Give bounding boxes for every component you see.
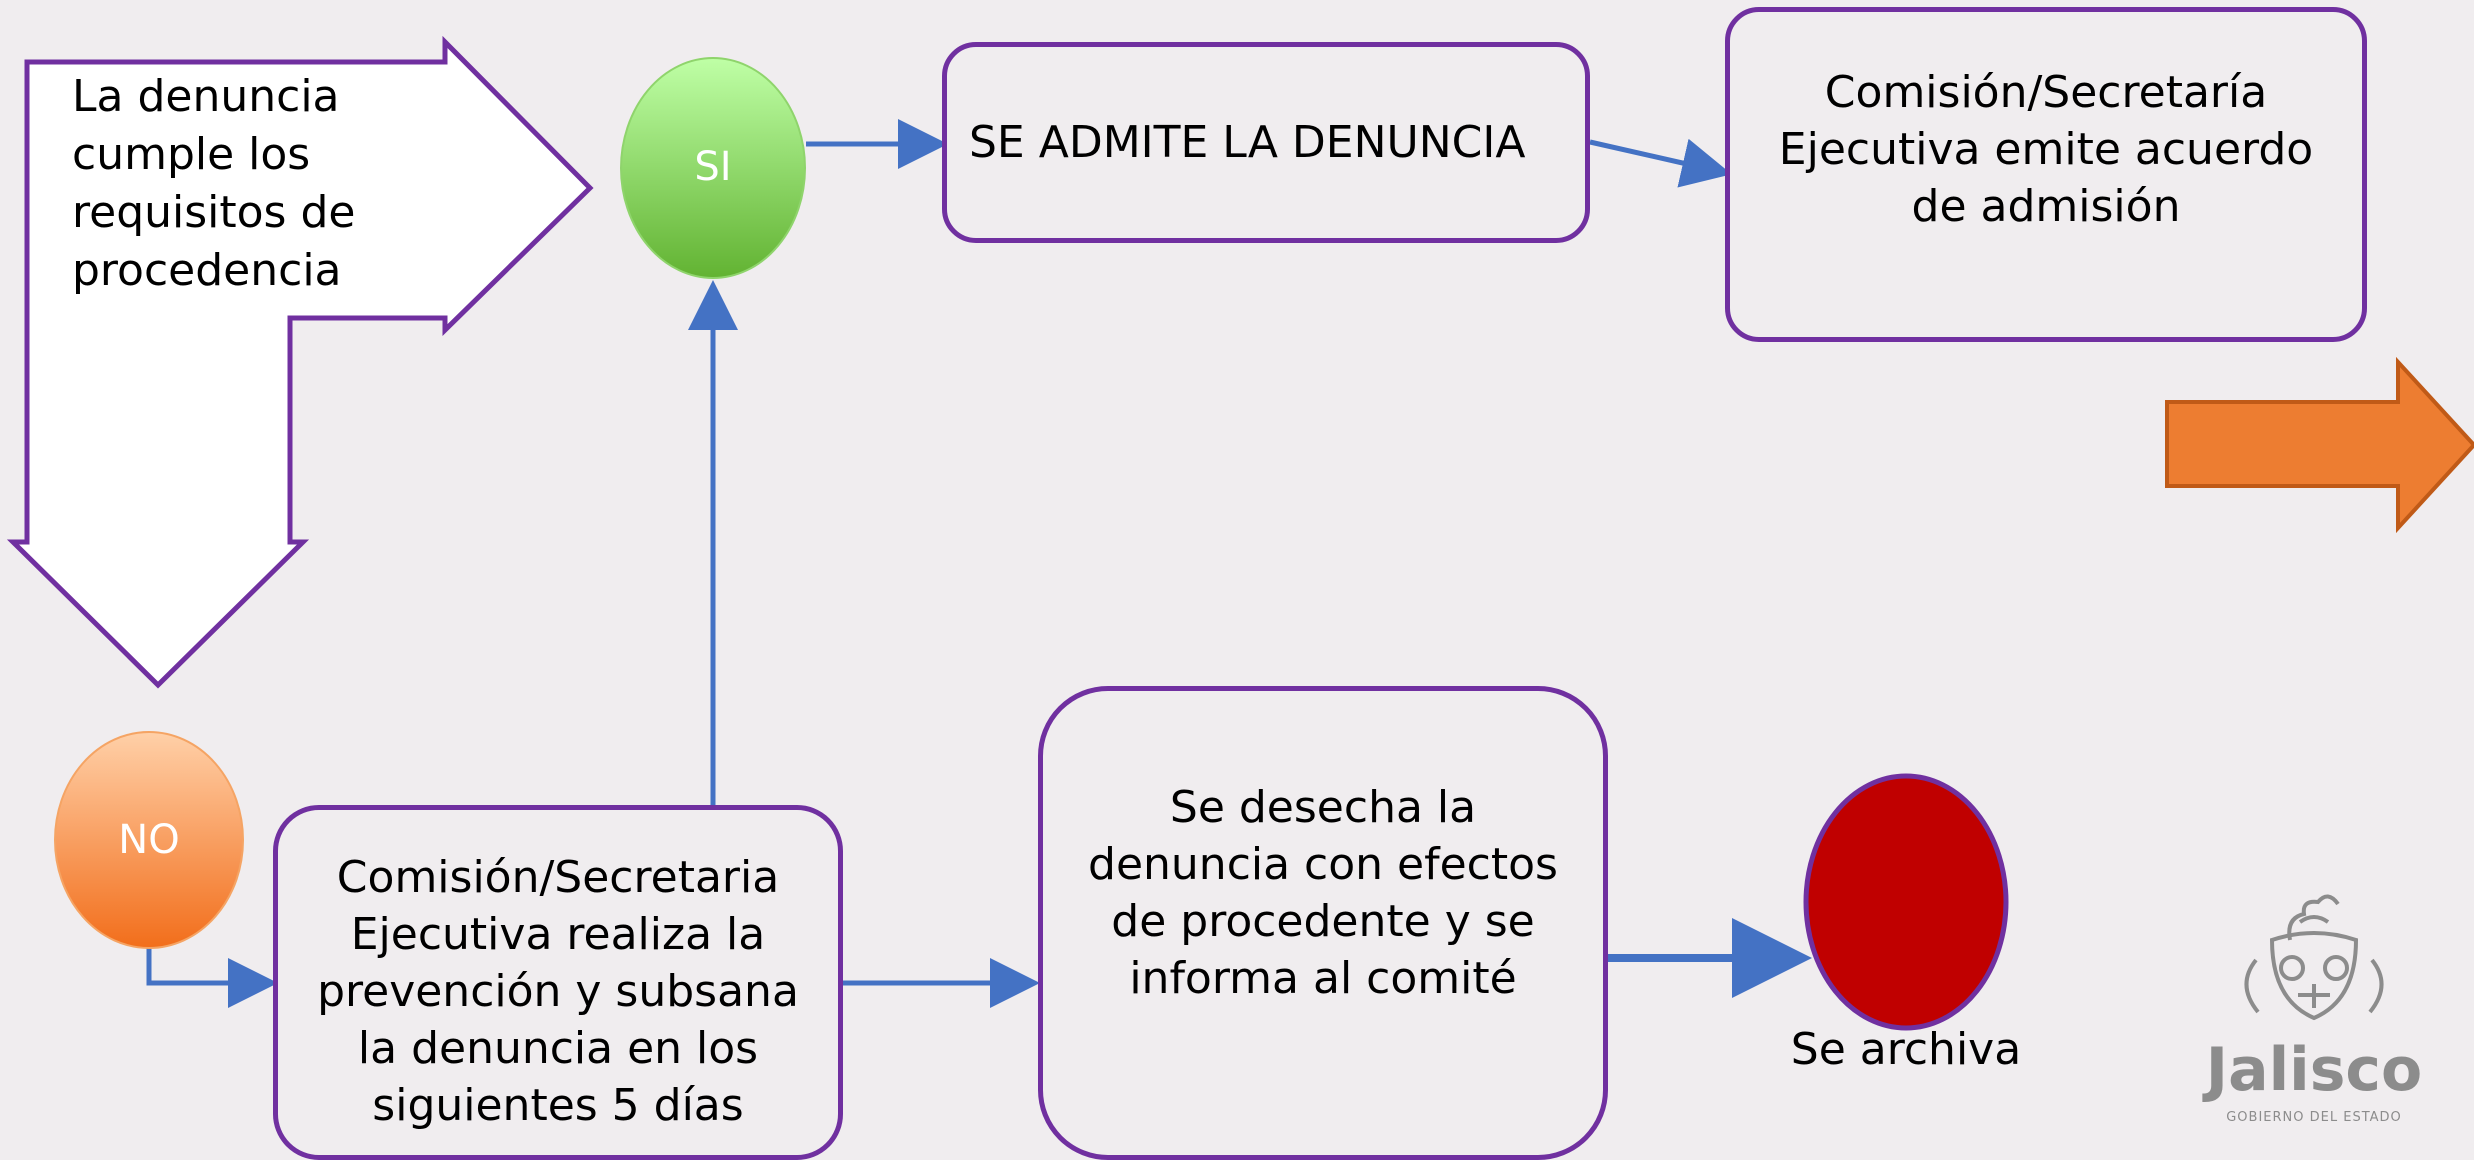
jalisco-logo-text: Jalisco: [2205, 1035, 2423, 1105]
prevention-box: Comisión/Secretaria Ejecutiva realiza la…: [273, 805, 843, 1160]
connector-admit-to-agreement: [1589, 138, 1732, 188]
jalisco-logo-subtitle: GOBIERNO DEL ESTADO: [2226, 1110, 2402, 1125]
jalisco-coat-of-arms-icon: [2244, 894, 2384, 1021]
prevention-text: Comisión/Secretaria Ejecutiva realiza la…: [317, 851, 799, 1132]
archive-label: Se archiva: [1790, 1024, 2022, 1075]
connector-no-to-prevention: [146, 948, 278, 1008]
no-circle: [54, 731, 244, 949]
next-step-arrow: [2165, 356, 2474, 534]
decision-question-label: La denuncia cumple los requisitos de pro…: [72, 71, 356, 297]
dismiss-box: Se desecha la denuncia con efectos de pr…: [1038, 686, 1608, 1160]
dismiss-text: Se desecha la denuncia con efectos de pr…: [1088, 781, 1558, 1005]
no-label: NO: [118, 817, 180, 863]
admission-agreement-box: Comisión/Secretaría Ejecutiva emite acue…: [1725, 7, 2367, 342]
decision-bent-arrow: [6, 35, 594, 689]
si-circle: [620, 57, 806, 279]
archive-end-circle: [1803, 773, 2009, 1031]
si-label: SI: [694, 144, 732, 190]
admit-denuncia-text: SE ADMITE LA DENUNCIA: [969, 116, 1526, 168]
admission-agreement-text: Comisión/Secretaría Ejecutiva emite acue…: [1778, 67, 2314, 233]
admit-denuncia-box: SE ADMITE LA DENUNCIA: [942, 42, 1590, 243]
